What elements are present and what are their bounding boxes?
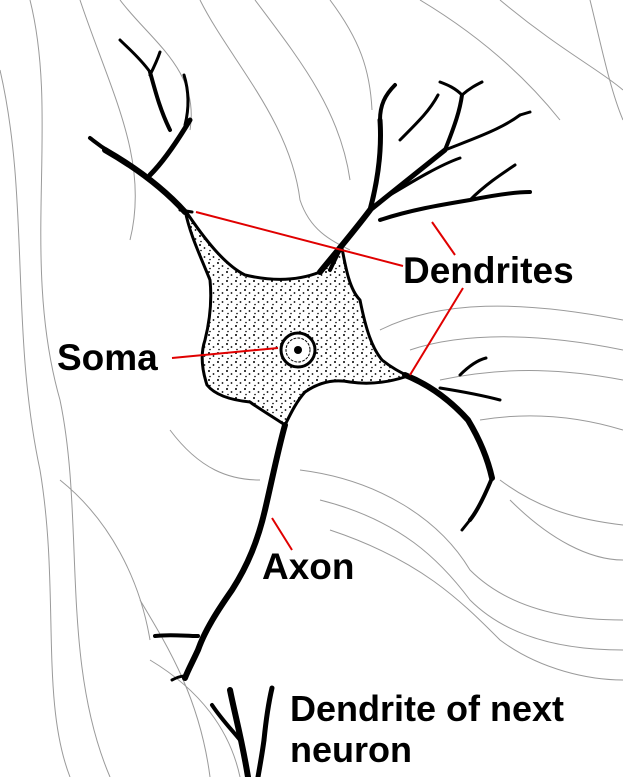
neuron — [90, 40, 530, 777]
soma-body — [185, 210, 408, 425]
leader-line-dendrites-lower — [410, 288, 463, 375]
label-next-neuron-line1: Dendrite of next — [290, 688, 564, 729]
dendrite-upper-left — [105, 150, 185, 212]
leader-line-dendrites-left — [196, 212, 403, 266]
nucleolus — [294, 346, 302, 354]
label-next-neuron-line2: neuron — [290, 729, 564, 770]
label-soma: Soma — [57, 339, 158, 376]
label-axon: Axon — [262, 548, 355, 585]
label-next-neuron-dendrite: Dendrite of next neuron — [290, 688, 564, 770]
label-dendrites: Dendrites — [403, 252, 574, 289]
